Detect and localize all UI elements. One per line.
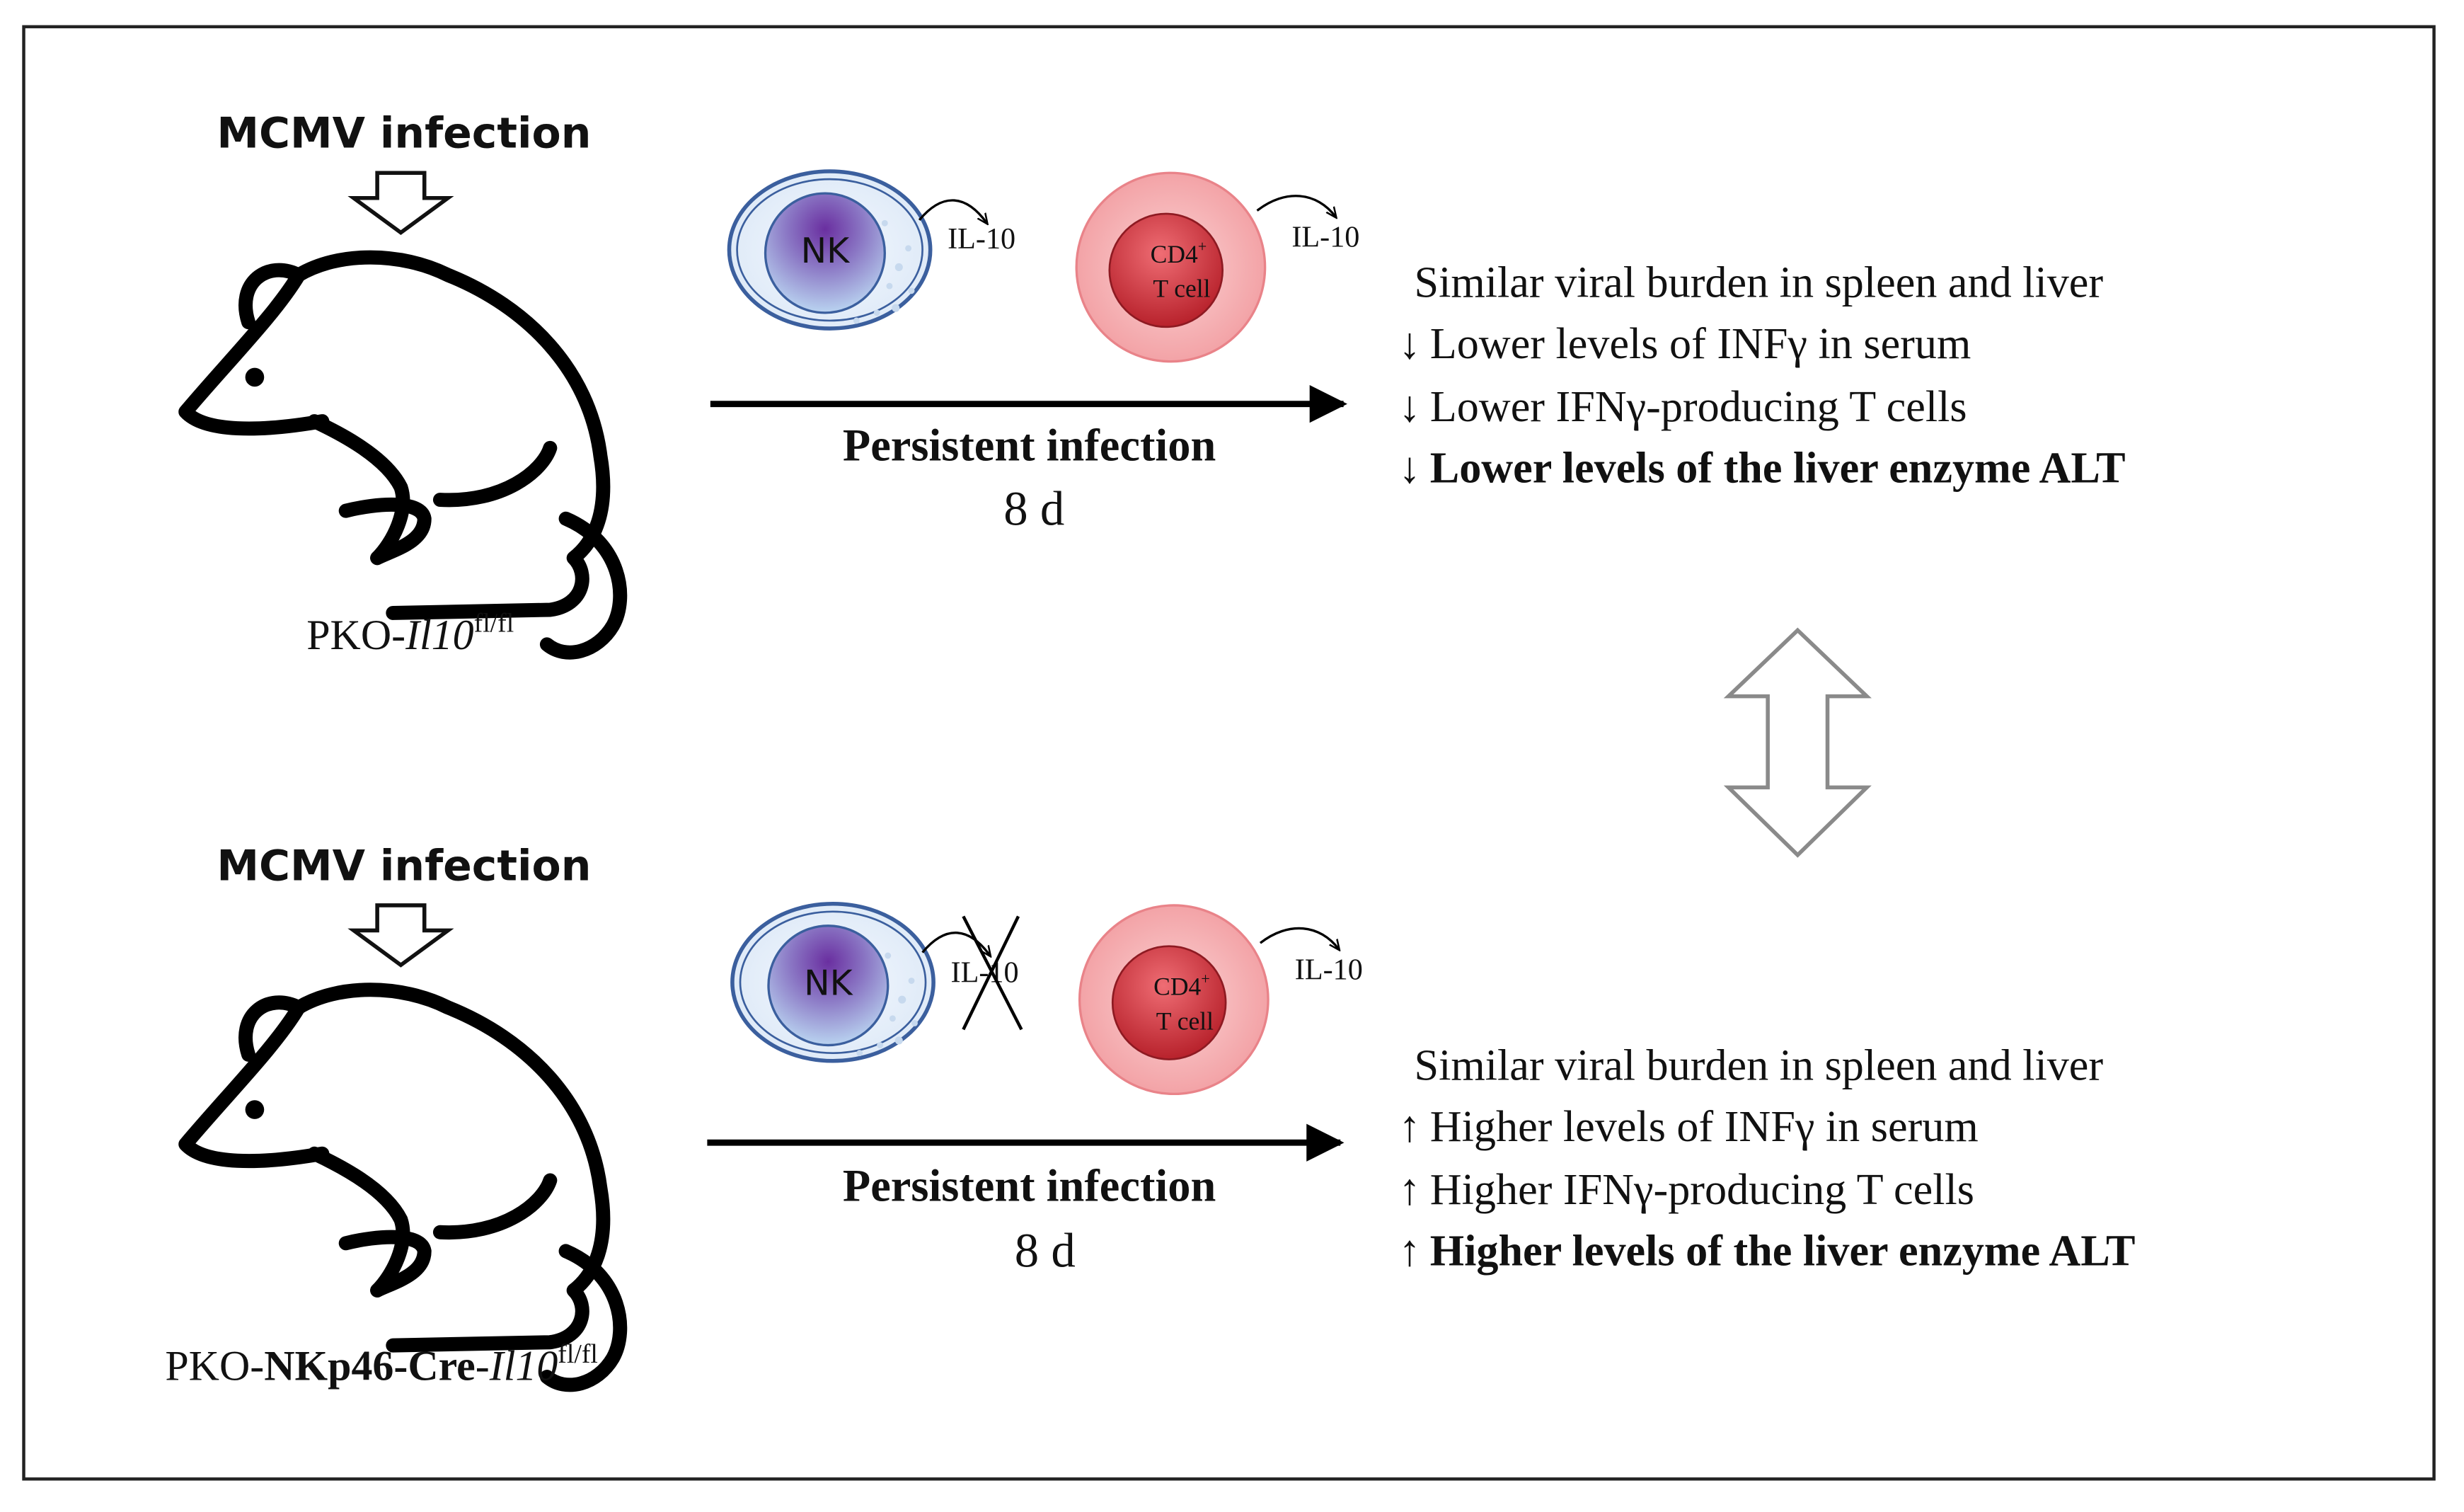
bottom-cd4-secretion-arrow	[1259, 927, 1339, 949]
top-outcome-4: ↓Lower levels of the liver enzyme ALT	[1398, 445, 2125, 493]
bottom-cd4-cell: CD4+ T cell	[1078, 904, 1270, 1096]
cytokine-blocked-x-icon	[962, 915, 1023, 1031]
top-nk-label: NK	[801, 231, 851, 271]
comparison-double-arrow-icon	[1723, 627, 1872, 858]
top-nk-cell: NK	[727, 169, 933, 331]
bottom-nk-label: NK	[804, 963, 854, 1003]
top-mouse-eye	[245, 367, 265, 387]
top-duration: 8 d	[1003, 482, 1064, 536]
top-cd4-secretion-arrow	[1256, 195, 1336, 217]
top-down-arrow-icon	[347, 171, 454, 236]
bottom-panel: MCMV infection PKO-NKp46-Cre-Il10fl/fl N…	[165, 841, 2135, 1392]
bottom-outcome-4: ↑Higher levels of the liver enzyme ALT	[1398, 1227, 2135, 1275]
bottom-arrow-label: Persistent infection	[843, 1160, 1216, 1210]
bottom-mouse-icon	[178, 983, 628, 1392]
bottom-outcome-3: ↑Higher IFNγ-producing T cells	[1398, 1166, 1974, 1214]
top-infection-label: MCMV infection	[217, 109, 591, 159]
top-mouse-icon	[178, 250, 628, 660]
top-panel: MCMV infection PKO-Il10fl/fl NK	[178, 109, 2126, 660]
bottom-mouse-strain: PKO-NKp46-Cre-Il10fl/fl	[165, 1339, 598, 1389]
bottom-tcell-label: T cell	[1156, 1007, 1214, 1035]
top-outcome-2: ↓Lower levels of INFγ in serum	[1398, 320, 1971, 368]
bottom-outcome-similar: Similar viral burden in spleen and liver	[1415, 1041, 2104, 1089]
top-nk-secretion-arrow	[918, 199, 986, 223]
top-nk-cytokine: IL-10	[948, 222, 1015, 256]
bottom-nk-cell: NK	[730, 901, 935, 1063]
top-tcell-label: T cell	[1153, 275, 1210, 303]
top-outcome-3: ↓Lower IFNγ-producing T cells	[1398, 383, 1967, 431]
top-cd4-cell: CD4+ T cell	[1075, 171, 1267, 363]
top-cd4-cytokine: IL-10	[1291, 221, 1359, 254]
bottom-outcome-2: ↑Higher levels of INFγ in serum	[1398, 1103, 1978, 1151]
bottom-cd4-label: CD4+	[1153, 970, 1210, 1001]
bottom-mouse-eye	[245, 1100, 265, 1119]
top-mouse-strain: PKO-Il10fl/fl	[306, 609, 514, 658]
bottom-nk-secretion-arrow	[921, 932, 990, 956]
bottom-infection-label: MCMV infection	[217, 841, 591, 890]
figure-border	[22, 25, 2436, 1481]
top-arrow-label: Persistent infection	[843, 420, 1216, 471]
bottom-cd4-cytokine: IL-10	[1295, 953, 1363, 986]
bottom-duration: 8 d	[1015, 1224, 1076, 1278]
top-cd4-label: CD4+	[1151, 237, 1207, 268]
top-outcome-similar: Similar viral burden in spleen and liver	[1415, 259, 2104, 307]
bottom-down-arrow-icon	[347, 903, 454, 968]
